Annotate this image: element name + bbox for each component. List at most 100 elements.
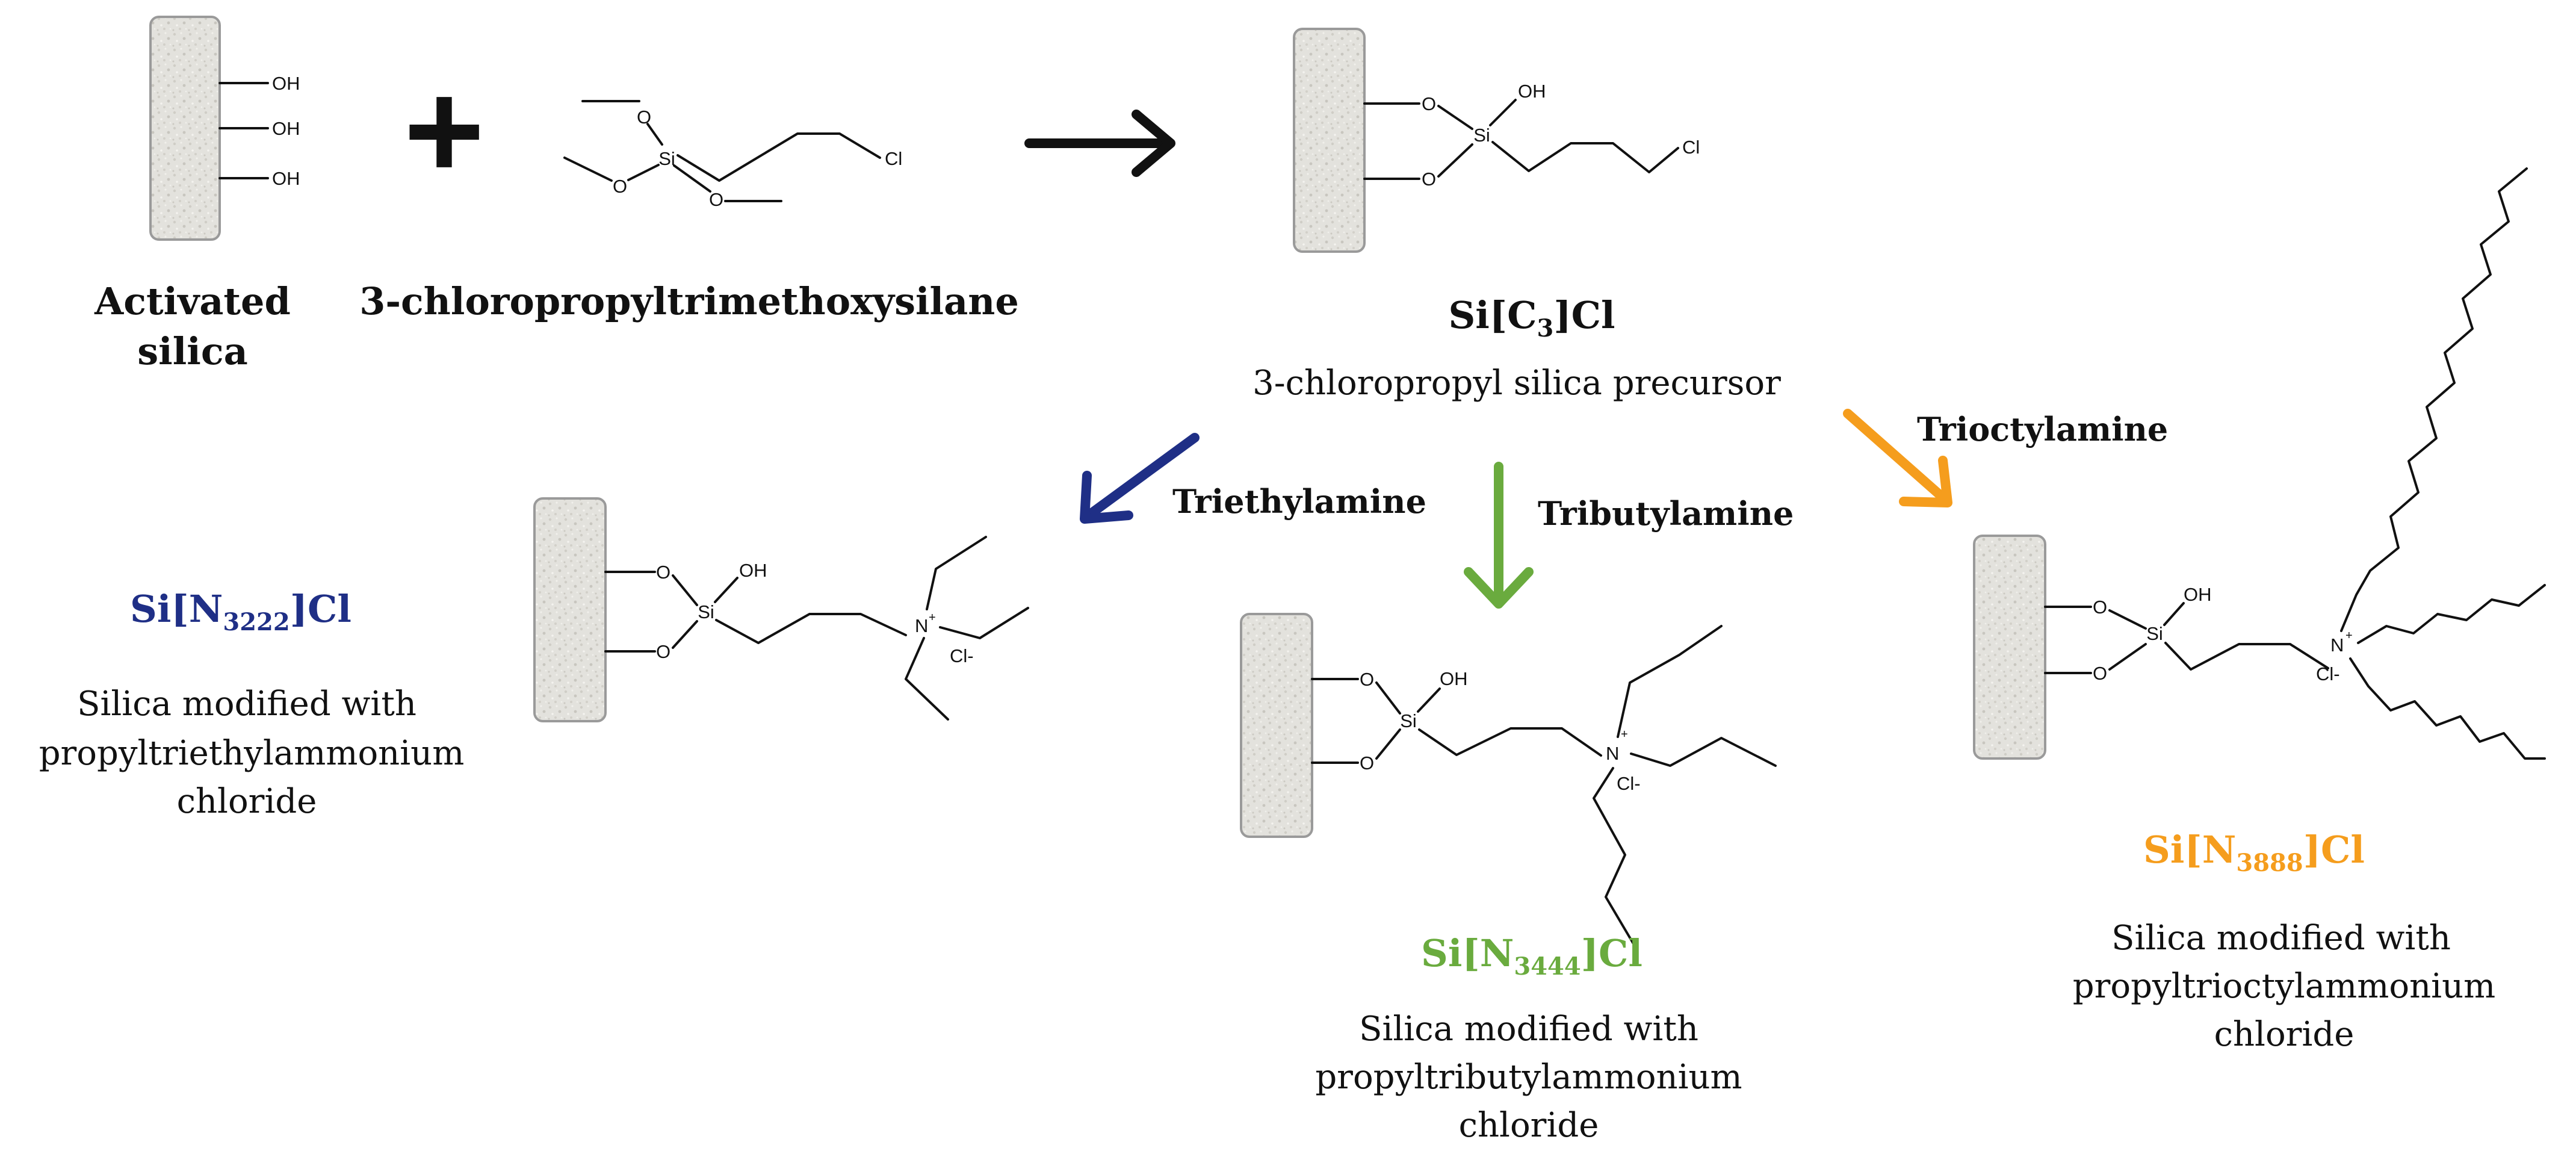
precursor-molecule: O O Si OH Cl Si[C3]Cl 3-chloropropyl sil… <box>1252 28 1781 403</box>
oxygen-atom: O <box>1422 169 1436 190</box>
propyl-chain <box>715 613 907 644</box>
silicon-atom: Si <box>1473 125 1490 146</box>
product-name-tributyl: Si[N3444]Cl <box>1421 931 1643 981</box>
silicon-atom: Si <box>658 148 675 169</box>
reagent-tributylamine: Tributylamine <box>1538 494 1794 533</box>
bond <box>627 164 660 181</box>
hydroxyl-label: OH <box>1440 668 1468 689</box>
reagent-triethylamine: Triethylamine <box>1172 482 1426 521</box>
silica-particle <box>1973 535 2046 760</box>
propyl-chain <box>1491 141 1679 173</box>
hydroxyl-label: OH <box>272 168 300 189</box>
ethyl-group <box>939 607 1029 639</box>
arrow-triethylamine <box>1080 433 1200 524</box>
product-description-line-1: Silica modified with <box>2111 919 2451 958</box>
product-description-line-3: chloride <box>177 782 317 821</box>
hydroxyl-label: OH <box>272 73 300 94</box>
butyl-group <box>1617 625 1723 738</box>
chloride-ion: Cl- <box>950 645 974 666</box>
silica-label-line-2: silica <box>137 329 248 373</box>
chlorine-atom: Cl <box>1682 137 1700 158</box>
oxygen-atom: O <box>2093 597 2107 618</box>
octyl-group <box>2340 167 2528 632</box>
oxygen-atom: O <box>1360 752 1374 774</box>
butyl-group <box>1593 767 1638 951</box>
oxygen-atom: O <box>656 562 670 583</box>
bond <box>1417 687 1441 713</box>
product-description-line-3: chloride <box>1459 1106 1599 1145</box>
chloride-ion: Cl- <box>2316 663 2340 684</box>
hydroxyl-label: OH <box>739 560 767 581</box>
hydroxyl-label: OH <box>1518 81 1546 102</box>
silane-label: 3-chloropropyltrimethoxysilane <box>359 279 1019 323</box>
butyl-group <box>1630 737 1777 767</box>
oxygen-atom: O <box>1360 669 1374 690</box>
bond <box>1375 728 1401 760</box>
positive-charge: + <box>929 611 936 624</box>
ethyl-group <box>926 536 987 610</box>
reaction-arrow <box>1024 110 1175 177</box>
plus-sign: + <box>404 53 485 208</box>
positive-charge: + <box>1621 728 1628 741</box>
silica-particle <box>533 497 607 722</box>
bond <box>2163 602 2185 626</box>
product-description-line-2: propyltriethylammonium <box>39 734 465 773</box>
precursor-name: Si[C3]Cl <box>1448 293 1615 343</box>
ethyl-group <box>905 637 949 721</box>
propyl-chain <box>677 132 881 182</box>
silica-particle <box>149 16 221 241</box>
chlorine-atom: Cl <box>885 148 902 169</box>
nitrogen-atom: N <box>915 615 928 636</box>
product-description-line-3: chloride <box>2214 1015 2355 1054</box>
arrow-tributylamine <box>1464 462 1534 609</box>
bond <box>563 157 613 182</box>
chloride-ion: Cl- <box>1617 773 1641 794</box>
silane-molecule: Si O O O Cl 3-chloropropyltrimethoxysila… <box>359 100 1019 323</box>
bond <box>2108 643 2147 671</box>
positive-charge: + <box>2345 629 2353 642</box>
oxygen-atom: O <box>2093 663 2107 684</box>
hydroxyl-label: OH <box>272 118 300 139</box>
oxygen-atom: O <box>1422 93 1436 114</box>
bond <box>2108 609 2147 630</box>
bond <box>1489 99 1517 126</box>
product-name-triethyl: Si[N3222]Cl <box>130 587 351 636</box>
bond <box>672 574 698 606</box>
bond <box>672 620 698 649</box>
octyl-group <box>2357 584 2546 644</box>
product-description-line-2: propyltrioctylammonium <box>2073 967 2496 1006</box>
product-description-line-1: Silica modified with <box>77 684 416 724</box>
product-tributyl: O O Si OH N + Cl- Si[N3444]Cl Silica mod… <box>1240 613 1777 1145</box>
silicon-atom: Si <box>2146 623 2163 644</box>
product-description-line-1: Silica modified with <box>1359 1010 1698 1049</box>
product-triethyl: O O Si OH N + Cl- Si[N3222]Cl Silica mod… <box>39 497 1029 821</box>
propyl-chain <box>1418 727 1602 757</box>
oxygen-atom: O <box>709 189 723 210</box>
bond <box>1375 681 1401 715</box>
product-trioctyl: O O Si OH N + Cl- Si[N3888]Cl Silica mod… <box>1973 167 2546 1054</box>
nitrogen-atom: N <box>2330 634 2344 656</box>
silicon-atom: Si <box>698 601 714 622</box>
bond <box>714 577 738 603</box>
propyl-chain <box>2164 642 2329 671</box>
product-description-line-2: propyltributylammonium <box>1315 1058 1742 1097</box>
reagent-trioctylamine: Trioctylamine <box>1917 410 2168 448</box>
arrow-trioctylamine <box>1843 409 1952 507</box>
silica-label-line-1: Activated <box>94 279 291 323</box>
bond <box>1437 143 1473 178</box>
nitrogen-atom: N <box>1606 743 1619 764</box>
hydroxyl-label: OH <box>2184 584 2212 605</box>
product-name-trioctyl: Si[N3888]Cl <box>2143 828 2365 877</box>
octyl-group <box>2349 657 2546 760</box>
activated-silica: OH OH OH Activated silica <box>94 16 300 373</box>
bond <box>1437 105 1473 130</box>
bond <box>646 123 663 146</box>
silicon-atom: Si <box>1400 710 1417 731</box>
bond <box>673 164 711 193</box>
silica-particle <box>1293 28 1366 253</box>
oxygen-atom: O <box>613 176 627 197</box>
precursor-description: 3-chloropropyl silica precursor <box>1252 364 1781 403</box>
silica-particle <box>1240 613 1313 838</box>
oxygen-atom: O <box>656 641 670 662</box>
